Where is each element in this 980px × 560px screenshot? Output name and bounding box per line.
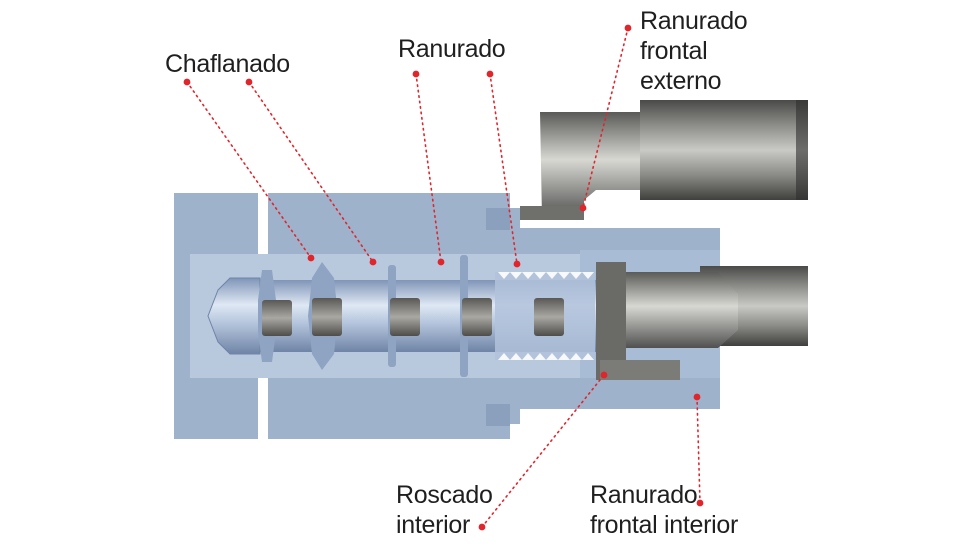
workpiece-gap-top: [258, 193, 268, 253]
label-external-face-line-3: externo: [640, 67, 722, 95]
leader-grooving-1: [415, 73, 442, 263]
label-grooving: Ranurado: [398, 34, 506, 64]
label-internal-face-line-1: Ranurado: [590, 481, 698, 509]
thread-tooth-bottom: [510, 353, 522, 360]
thread-tooth-bottom: [582, 353, 594, 360]
thread-tooth-top: [522, 272, 534, 279]
leader-internal-face: [696, 396, 701, 504]
shaft-tip: [207, 277, 261, 355]
dot-chamfer-1-end: [183, 78, 191, 86]
thread-tooth-top: [498, 272, 510, 279]
thread-tooth-bottom: [522, 353, 534, 360]
leader-external-face: [582, 27, 629, 209]
dot-chamfer-2-end: [245, 78, 253, 86]
label-internal-face-grooving: Ranurado frontal interior: [590, 480, 738, 540]
label-chamfering-text: Chaflanado: [165, 50, 290, 78]
dot-grooving-2-end: [486, 70, 494, 78]
tool-holder-upper: [640, 100, 808, 200]
leader-internal-thread: [481, 374, 605, 528]
dot-internal-face-start: [693, 393, 701, 401]
thread-tooth-bottom: [534, 353, 546, 360]
insert-3: [390, 298, 420, 336]
thread-tooth-top: [510, 272, 522, 279]
dot-external-face-start: [579, 204, 587, 212]
dot-external-face-end: [624, 24, 632, 32]
label-external-face-line-2: frontal: [640, 37, 708, 65]
dot-chamfer-2-start: [369, 258, 377, 266]
thread-tooth-bottom: [570, 353, 582, 360]
workpiece-slot-bottom: [486, 404, 510, 426]
insert-1: [262, 300, 292, 336]
thread-tooth-bottom: [546, 353, 558, 360]
label-external-face-line-1: Ranurado: [640, 7, 748, 35]
leader-lines: [186, 27, 701, 528]
thread-tooth-top: [582, 272, 594, 279]
label-internal-threading: Roscado interior: [396, 480, 493, 540]
inserts: [262, 298, 564, 336]
dot-chamfer-1-start: [307, 254, 315, 262]
tool-insert-upper: [520, 206, 584, 220]
internal-face-grooving-tool: [596, 262, 808, 380]
thread-teeth: [498, 272, 594, 360]
thread-tooth-top: [558, 272, 570, 279]
insert-2: [312, 298, 342, 336]
leader-dots: [183, 24, 704, 531]
dot-grooving-1-end: [412, 70, 420, 78]
thread-tooth-bottom: [558, 353, 570, 360]
leader-grooving-2: [489, 73, 518, 265]
thread-tooth-top: [570, 272, 582, 279]
thread-tooth-bottom: [498, 353, 510, 360]
tool-head-lower: [620, 272, 738, 348]
label-chamfering: Chaflanado: [165, 49, 290, 79]
insert-5: [534, 298, 564, 336]
dot-grooving-2-start: [513, 260, 521, 268]
label-grooving-text: Ranurado: [398, 35, 506, 63]
dot-grooving-1-start: [437, 258, 445, 266]
tool-neck-upper: [540, 112, 640, 218]
dot-internal-face-end: [696, 499, 704, 507]
thread-tooth-top: [534, 272, 546, 279]
dot-internal-thread-end: [478, 523, 486, 531]
workpiece-slot-top: [486, 208, 510, 230]
tool-body-upper-shade: [796, 100, 808, 200]
tool-insert-lower-tip: [600, 360, 680, 380]
insert-4: [462, 298, 492, 336]
label-internal-threading-line-2: interior: [396, 511, 471, 539]
thread-tooth-top: [546, 272, 558, 279]
dot-internal-thread-start: [600, 371, 608, 379]
label-external-face-grooving: Ranurado frontal externo: [640, 6, 748, 96]
label-internal-threading-line-1: Roscado: [396, 481, 493, 509]
workpiece-gap-bottom: [258, 378, 268, 439]
label-internal-face-line-2: frontal interior: [590, 511, 739, 539]
external-face-grooving-tool: [520, 100, 808, 220]
leader-chamfer-2: [248, 81, 374, 263]
